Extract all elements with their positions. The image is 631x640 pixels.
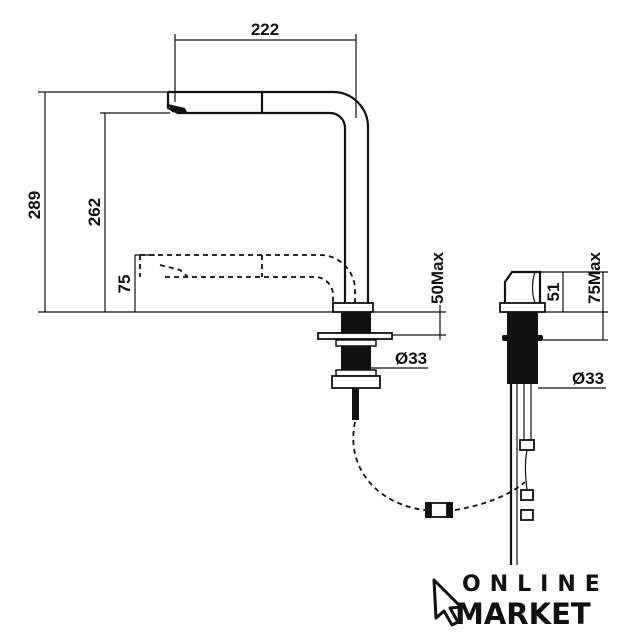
dimension-222: 222: [174, 20, 357, 118]
dimension-diameter-faucet: Ø33: [371, 349, 428, 369]
dim-262-label: 262: [85, 198, 104, 226]
dim-289-label: 289: [25, 191, 44, 219]
faucet-base-shank: [317, 302, 393, 420]
pull-out-hose: [352, 421, 526, 518]
dimension-diameter-dispenser: Ø33: [538, 369, 606, 389]
dimension-50max: 50Max: [428, 251, 447, 340]
dimension-75max: 75Max: [585, 251, 604, 340]
pulled-out-spout-outline: [139, 254, 356, 303]
dim-diameter-faucet-label: Ø33: [395, 349, 427, 368]
faucet-spout: [166, 90, 370, 303]
dim-51-label: 51: [544, 283, 563, 302]
logo-line2: MARKET: [455, 597, 591, 631]
dimension-51: 51: [540, 271, 608, 341]
soap-dispenser: [499, 270, 546, 565]
online-market-logo: ONLINE MARKET: [432, 572, 609, 631]
dim-diameter-dispenser-label: Ø33: [572, 369, 604, 388]
dimension-289: 289: [25, 91, 168, 312]
dimension-262: 262: [85, 112, 170, 312]
dim-75max-label: 75Max: [585, 251, 604, 304]
dimension-75: 75: [115, 254, 155, 312]
dim-222-label: 222: [251, 20, 279, 39]
dim-50max-label: 50Max: [428, 251, 447, 304]
dim-75-label: 75: [115, 275, 134, 294]
cursor-icon: [432, 578, 463, 627]
logo-line1: ONLINE: [462, 572, 609, 597]
